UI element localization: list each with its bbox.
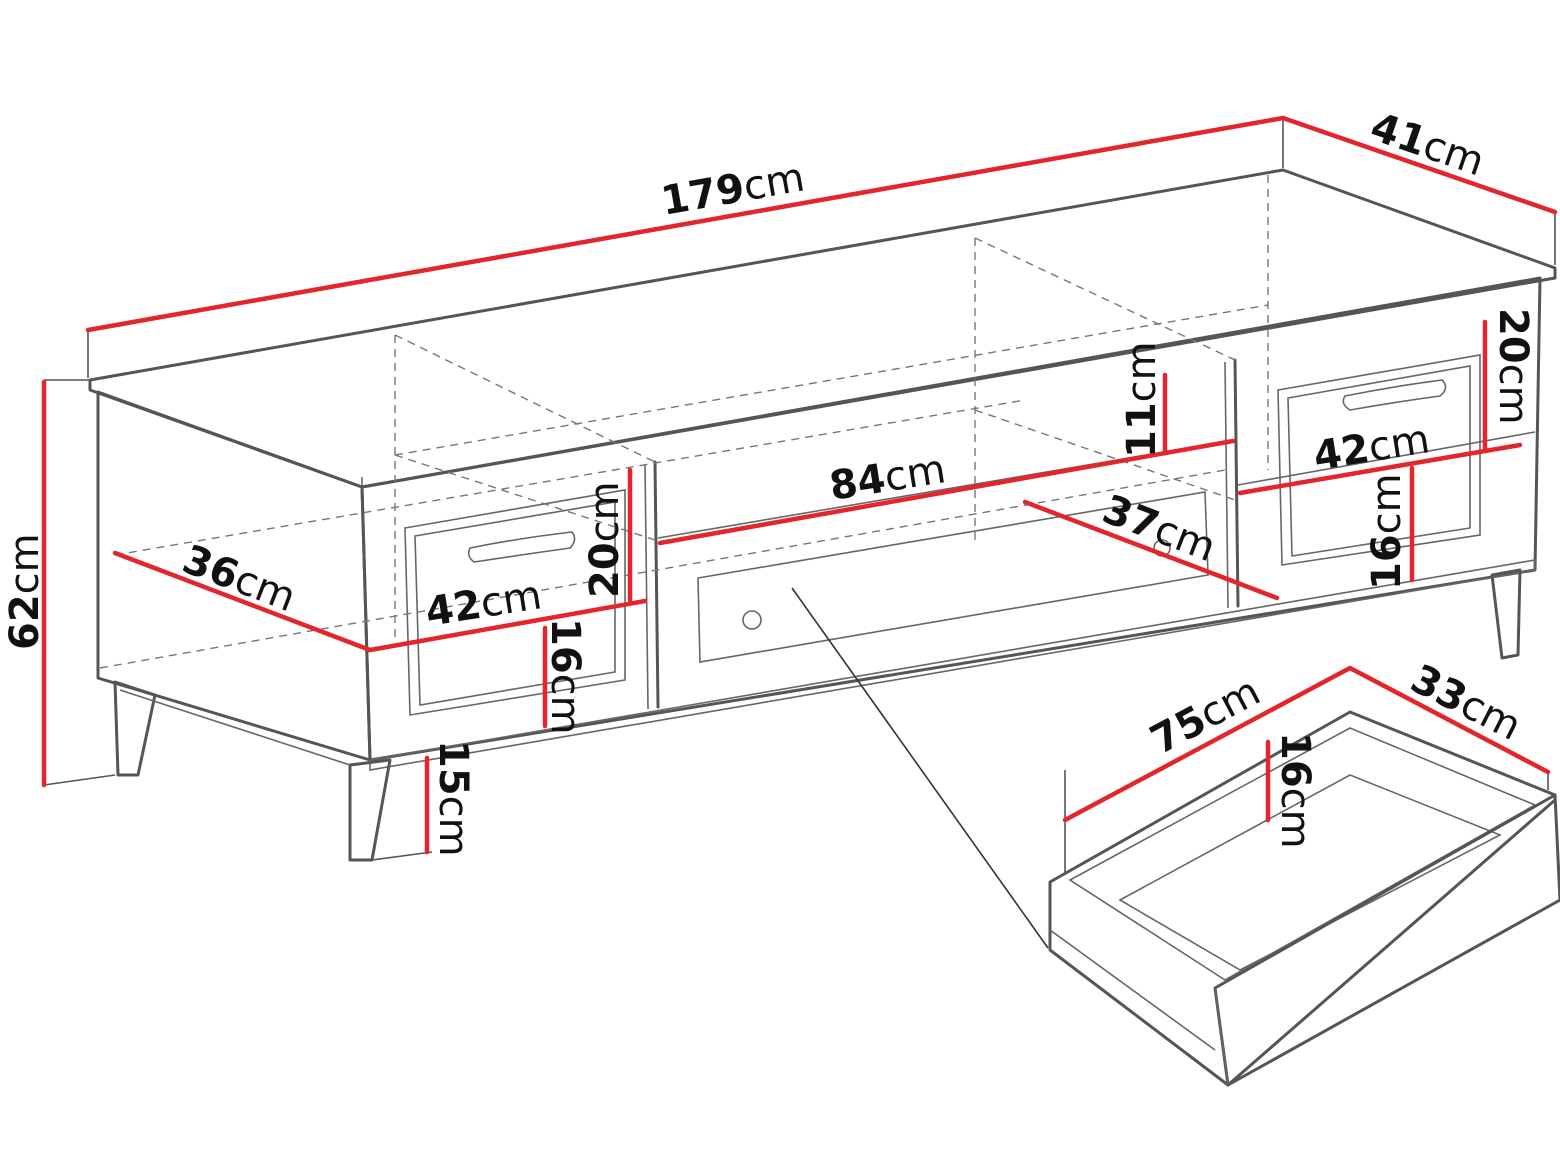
right-handle-icon [1342, 379, 1447, 411]
right-divider-inner [1224, 361, 1229, 609]
drawer-inner-bottom [1118, 774, 1502, 971]
label-16-drawer: 16cm [1272, 732, 1318, 849]
drawer-front-edge [1214, 987, 1229, 1086]
label-62: 62cm [2, 533, 48, 650]
label-42-left: 42cm [422, 572, 544, 636]
label-16-left: 16cm [542, 618, 588, 735]
extension-line [43, 774, 116, 786]
dimension-line-84 [657, 438, 1236, 546]
label-33: 33cm [1403, 656, 1528, 750]
label-15: 15cm [430, 740, 476, 857]
extension-line [371, 851, 433, 861]
back-left-leg [113, 680, 157, 777]
label-75: 75cm [1143, 668, 1268, 763]
label-16-right: 16cm [1364, 473, 1410, 590]
hidden-line [394, 304, 1269, 456]
extension-lines [43, 118, 1556, 875]
hidden-line [974, 237, 1236, 361]
label-36: 36cm [176, 536, 301, 621]
hidden-line [974, 409, 1236, 501]
label-84: 84cm [826, 446, 948, 510]
dimension-line-179 [85, 115, 1286, 333]
hidden-lines [99, 175, 1269, 669]
dimension-line-42-left [367, 598, 648, 653]
right-drawer-panel [1277, 354, 1481, 566]
cabinet-drawing [88, 168, 1557, 862]
cabinet-top-slab [88, 168, 1557, 489]
dimension-line-37 [1022, 499, 1280, 601]
base-rail [119, 689, 351, 766]
front-right-leg [1490, 568, 1522, 660]
drawer-front-panel [1213, 793, 1560, 1087]
dimension-line-75 [1062, 665, 1353, 823]
label-20-left: 20cm [582, 481, 628, 598]
hidden-line [394, 454, 656, 541]
middle-knob-icon [742, 610, 762, 630]
dimension-line-41 [1280, 115, 1558, 215]
middle-drawer-panel [697, 491, 1209, 663]
left-drawer-inset [414, 501, 616, 706]
hidden-line [394, 334, 656, 463]
left-divider [653, 460, 660, 709]
label-42-right: 42cm [1310, 416, 1432, 480]
dimension-lines [41, 115, 1558, 855]
left-divider-inner [644, 463, 649, 710]
label-11: 11cm [1119, 341, 1165, 458]
front-left-leg [348, 758, 392, 862]
dimension-line-42-right [1237, 442, 1523, 496]
drawer-detail [1048, 710, 1560, 1087]
cabinet-base [369, 559, 1536, 771]
right-drawer-inset [1287, 365, 1471, 557]
dimension-line-36 [112, 550, 373, 653]
drawer-side-rail [1049, 929, 1216, 1051]
label-20-right: 20cm [1490, 308, 1536, 425]
left-drawer-panel [404, 489, 626, 716]
detail-leader-line [791, 587, 1049, 949]
left-handle-icon [467, 531, 576, 563]
right-divider [1233, 358, 1240, 608]
dimension-line-33 [1347, 665, 1551, 775]
label-41: 41cm [1365, 104, 1490, 185]
